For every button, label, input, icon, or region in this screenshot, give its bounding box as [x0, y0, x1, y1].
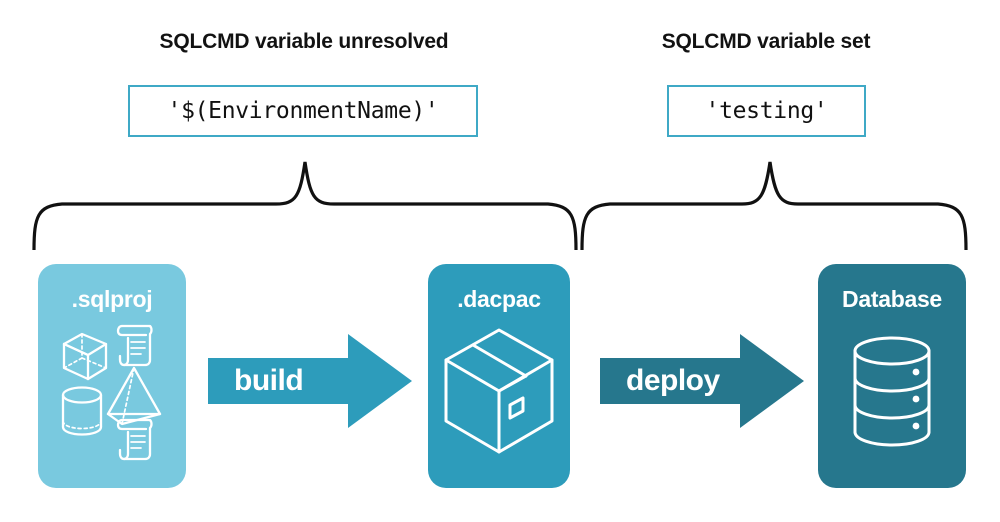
- dacpac-artwork: [444, 328, 554, 454]
- package-box-icon: [444, 328, 554, 454]
- arrow-build-shape: [208, 334, 412, 428]
- arrow-deploy-shape: [600, 334, 804, 428]
- stage-box-dacpac: .dacpac: [428, 264, 570, 488]
- cube-icon: [62, 332, 108, 381]
- sqlcmd-variable-value-box-right: 'testing': [667, 85, 866, 137]
- stage-label-dacpac: .dacpac: [457, 286, 541, 312]
- section-heading-right: SQLCMD variable set: [661, 30, 871, 53]
- arrow-deploy: deploy: [600, 334, 804, 428]
- stage-box-database: Database: [818, 264, 966, 488]
- pyramid-icon: [106, 366, 162, 426]
- stage-label-database: Database: [842, 286, 942, 312]
- stage-box-sqlproj: .sqlproj: [38, 264, 186, 488]
- sqlcmd-variable-value-right: 'testing': [705, 98, 828, 124]
- brace-left: [32, 161, 578, 250]
- scroll-icon: [116, 324, 153, 367]
- scroll-icon: [116, 418, 153, 461]
- brace-group: [32, 161, 968, 250]
- stage-label-sqlproj: .sqlproj: [71, 286, 153, 312]
- database-artwork: [853, 336, 931, 447]
- database-indicator-dots: [912, 368, 920, 430]
- sqlcmd-variable-value-box-left: '$(EnvironmentName)': [128, 85, 478, 137]
- brace-right: [580, 161, 968, 250]
- section-heading-left: SQLCMD variable unresolved: [159, 30, 449, 53]
- database-cylinder-icon: [853, 336, 931, 447]
- cylinder-icon: [61, 386, 103, 436]
- sqlcmd-variable-value-left: '$(EnvironmentName)': [167, 98, 439, 124]
- sqlproj-artwork: [61, 324, 162, 461]
- arrow-build: build: [208, 334, 412, 428]
